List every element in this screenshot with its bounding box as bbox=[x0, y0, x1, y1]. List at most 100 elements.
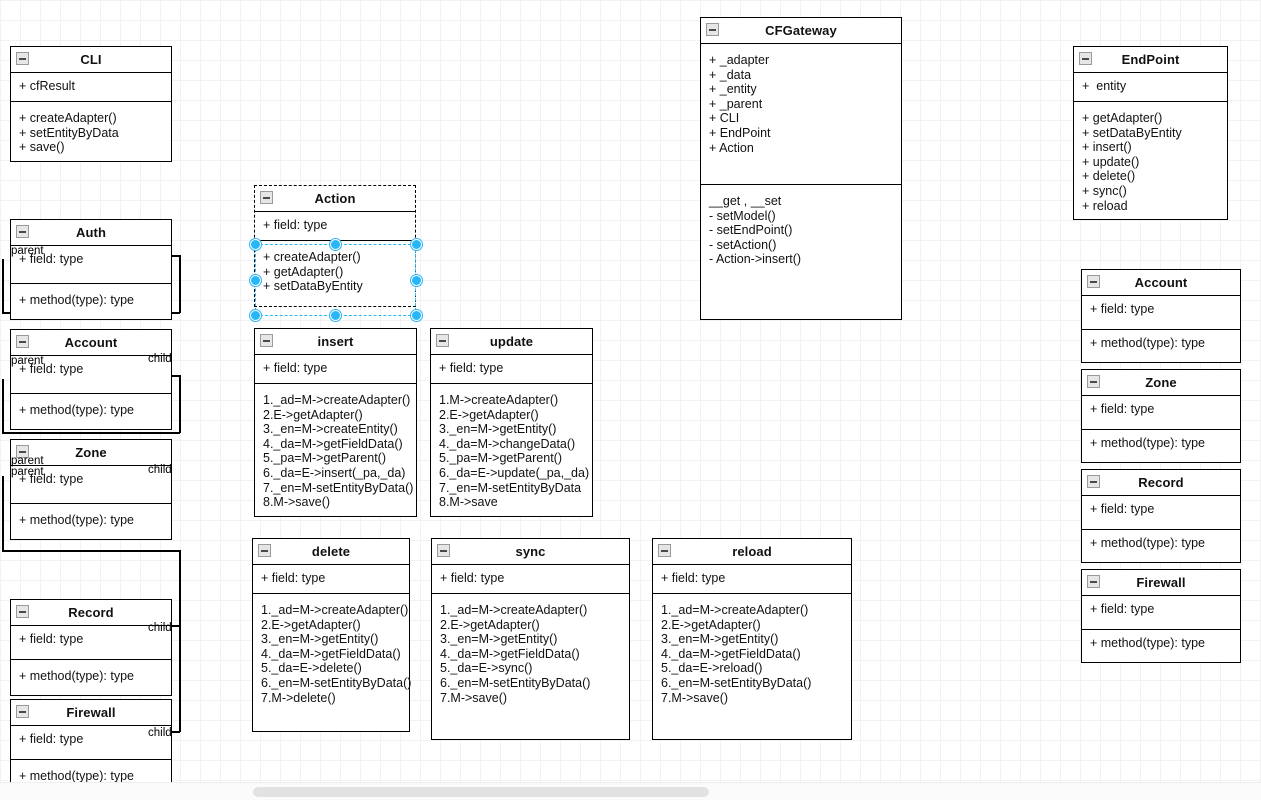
class-header-update: update bbox=[431, 329, 592, 355]
minus-box-icon[interactable] bbox=[1079, 52, 1092, 65]
uml-class-insert[interactable]: insert + field: type 1._ad=M->createAdap… bbox=[254, 328, 417, 517]
uml-class-zone-right[interactable]: Zone + field: type + method(type): type bbox=[1081, 369, 1241, 463]
minus-box-icon[interactable] bbox=[658, 544, 671, 557]
uml-class-sync[interactable]: sync + field: type 1._ad=M->createAdapte… bbox=[431, 538, 630, 740]
minus-box-icon[interactable] bbox=[1087, 275, 1100, 288]
method-row: 6._en=M-setEntityByData() bbox=[440, 675, 591, 690]
method-row: + setDataByEntity bbox=[1082, 125, 1182, 140]
horizontal-scrollbar-thumb[interactable] bbox=[253, 787, 709, 797]
field-row: + EndPoint bbox=[709, 125, 771, 140]
class-title: Auth bbox=[76, 225, 106, 240]
connector-label-record-child: child bbox=[148, 622, 172, 634]
connector-right-bus-v bbox=[179, 550, 181, 732]
minus-box-icon[interactable] bbox=[16, 225, 29, 238]
method-row: + method(type): type bbox=[19, 513, 134, 527]
method-row: + getAdapter() bbox=[1082, 111, 1163, 125]
method-row: + method(type): type bbox=[1090, 636, 1205, 650]
uml-class-account-left[interactable]: Account + field: type + method(type): ty… bbox=[10, 329, 172, 430]
method-row: + update() bbox=[1082, 154, 1140, 169]
connector-account-left-v bbox=[2, 379, 4, 433]
minus-box-icon[interactable] bbox=[437, 544, 450, 557]
uml-class-cli[interactable]: CLI + cfResult + createAdapter() + setEn… bbox=[10, 46, 172, 162]
uml-class-delete[interactable]: delete + field: type 1._ad=M->createAdap… bbox=[252, 538, 411, 732]
minus-box-icon[interactable] bbox=[16, 605, 29, 618]
class-fields-zone-right: + field: type bbox=[1082, 396, 1240, 429]
class-methods-firewall-right: + method(type): type bbox=[1082, 629, 1240, 662]
field-row: + field: type bbox=[19, 732, 84, 746]
selection-handle-nw[interactable] bbox=[249, 238, 261, 250]
connector-label-account-parent: parent bbox=[11, 355, 44, 367]
method-row: 5._da=E->sync() bbox=[440, 661, 533, 676]
uml-class-record-left[interactable]: Record + field: type + method(type): typ… bbox=[10, 599, 172, 696]
uml-class-firewall-left[interactable]: Firewall + field: type + method(type): t… bbox=[10, 699, 172, 782]
diagram-canvas[interactable]: parent parent child parent parent child … bbox=[0, 0, 1261, 782]
uml-class-auth[interactable]: Auth + field: type + method(type): type bbox=[10, 219, 172, 320]
uml-class-record-right[interactable]: Record + field: type + method(type): typ… bbox=[1081, 469, 1241, 563]
class-title: Account bbox=[64, 335, 118, 350]
method-row: 2.E->getAdapter() bbox=[439, 407, 539, 422]
uml-class-update[interactable]: update + field: type 1.M->createAdapter(… bbox=[430, 328, 593, 517]
class-title: Zone bbox=[1145, 375, 1177, 390]
method-row: + method(type): type bbox=[1090, 436, 1205, 450]
class-title: Firewall bbox=[66, 705, 116, 720]
class-fields-cfgateway: + _adapter + _data + _entity + _parent +… bbox=[701, 44, 901, 184]
minus-box-icon[interactable] bbox=[706, 23, 719, 36]
class-header-firewall-left: Firewall bbox=[11, 700, 171, 726]
minus-box-icon[interactable] bbox=[436, 334, 449, 347]
selection-handle-se[interactable] bbox=[410, 309, 422, 321]
class-methods-auth: + method(type): type bbox=[11, 283, 171, 319]
class-methods-firewall-left: + method(type): type bbox=[11, 759, 171, 782]
uml-class-endpoint[interactable]: EndPoint + entity + getAdapter() + setDa… bbox=[1073, 46, 1228, 221]
method-row: 7.M->save() bbox=[661, 690, 729, 705]
minus-box-icon[interactable] bbox=[16, 52, 29, 65]
class-title: update bbox=[489, 334, 534, 349]
selection-handle-sw[interactable] bbox=[249, 309, 261, 321]
method-row: 6._da=E->insert(_pa,_da) bbox=[263, 465, 406, 480]
uml-class-action[interactable]: Action + field: type + createAdapter() +… bbox=[254, 185, 416, 307]
selection-handle-w[interactable] bbox=[249, 274, 261, 286]
field-row: + CLI bbox=[709, 111, 740, 126]
horizontal-scrollbar[interactable] bbox=[0, 782, 1261, 800]
minus-box-icon[interactable] bbox=[16, 705, 29, 718]
minus-box-icon[interactable] bbox=[1087, 375, 1100, 388]
method-row: 2.E->getAdapter() bbox=[440, 617, 540, 632]
selection-handle-ne[interactable] bbox=[410, 238, 422, 250]
method-row: 5._da=E->delete() bbox=[261, 661, 362, 676]
class-title: Firewall bbox=[1136, 575, 1186, 590]
uml-class-firewall-right[interactable]: Firewall + field: type + method(type): t… bbox=[1081, 569, 1241, 663]
minus-box-icon[interactable] bbox=[260, 334, 273, 347]
uml-class-cfgateway[interactable]: CFGateway + _adapter + _data + _entity +… bbox=[700, 17, 902, 320]
minus-box-icon[interactable] bbox=[258, 544, 271, 557]
class-header-zone-right: Zone bbox=[1082, 370, 1240, 396]
selection-handle-n[interactable] bbox=[329, 238, 341, 250]
minus-box-icon[interactable] bbox=[1087, 475, 1100, 488]
class-title: sync bbox=[515, 544, 546, 559]
connector-label-zone-parent-b: parent bbox=[11, 466, 44, 478]
field-row: + _entity bbox=[709, 82, 757, 97]
field-row: + field: type bbox=[263, 361, 328, 375]
class-fields-reload: + field: type bbox=[653, 565, 851, 593]
method-row: + getAdapter() bbox=[263, 264, 344, 279]
minus-box-icon[interactable] bbox=[260, 191, 273, 204]
minus-box-icon[interactable] bbox=[1087, 575, 1100, 588]
method-row: + setEntityByData bbox=[19, 125, 119, 140]
class-methods-update: 1.M->createAdapter() 2.E->getAdapter() 3… bbox=[431, 383, 592, 516]
selection-handle-e[interactable] bbox=[410, 274, 422, 286]
connector-zone-child-v bbox=[179, 375, 181, 433]
minus-box-icon[interactable] bbox=[16, 445, 29, 458]
field-row: + field: type bbox=[1090, 602, 1155, 616]
method-row: - setAction() bbox=[709, 237, 777, 252]
uml-class-account-right[interactable]: Account + field: type + method(type): ty… bbox=[1081, 269, 1241, 363]
uml-class-zone-left[interactable]: Zone + field: type + method(type): type bbox=[10, 439, 172, 540]
class-fields-record-left: + field: type bbox=[11, 626, 171, 659]
connector-label-zone-parent-a: parent bbox=[11, 455, 44, 467]
class-fields-account-left: + field: type bbox=[11, 356, 171, 393]
selection-handle-s[interactable] bbox=[329, 309, 341, 321]
method-row: 4._da=M->changeData() bbox=[439, 436, 576, 451]
class-header-insert: insert bbox=[255, 329, 416, 355]
class-header-account-left: Account bbox=[11, 330, 171, 356]
minus-box-icon[interactable] bbox=[16, 335, 29, 348]
uml-class-reload[interactable]: reload + field: type 1._ad=M->createAdap… bbox=[652, 538, 852, 740]
method-row: + setDataByEntity bbox=[263, 279, 363, 294]
method-row: 2.E->getAdapter() bbox=[661, 617, 761, 632]
